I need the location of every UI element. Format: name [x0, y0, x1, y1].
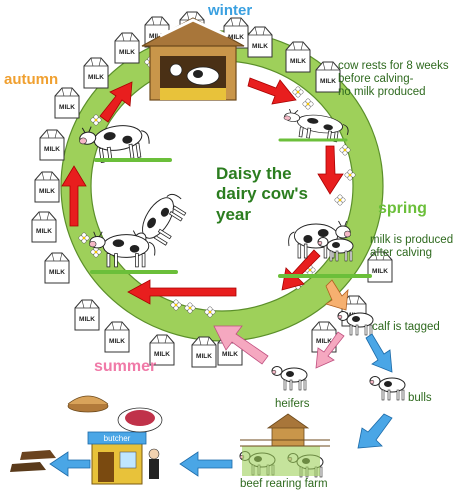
- title-line-1: Daisy the: [216, 164, 292, 183]
- barn-icon: [141, 17, 245, 101]
- arrow-heifers-to-herd: [213, 325, 269, 365]
- note-calf-tagged: calf is tagged: [372, 321, 440, 333]
- arrow-calf-to-heifers: [315, 331, 345, 369]
- note-beef-farm: beef rearing farm: [240, 478, 328, 490]
- season-winter: winter: [208, 2, 253, 19]
- arrow-spring-to-milk: [281, 249, 321, 291]
- diagram-title: Daisy the dairy cow's year: [216, 164, 308, 225]
- season-spring: spring: [378, 200, 427, 217]
- calf-icon-heifer: [271, 366, 308, 391]
- butcher-shop-icon: butcher: [87, 431, 160, 485]
- note-rest: cow rests for 8 weeks before calving- no…: [338, 60, 449, 100]
- pie-icon: [67, 395, 109, 413]
- note-rest-line-2: before calving-: [338, 73, 414, 86]
- steak-icon: [117, 407, 163, 433]
- note-heifers: heifers: [275, 398, 310, 410]
- note-rest-line-1: cow rests for 8 weeks: [338, 60, 449, 72]
- note-rest-line-3: no milk produced: [338, 86, 426, 99]
- arrow-calf-to-bulls: [365, 333, 393, 373]
- note-milk-line-1: milk is produced: [370, 234, 454, 246]
- arrow-farm-to-butcher: [179, 451, 233, 477]
- note-milk-line-2: after calving: [370, 247, 433, 260]
- arrow-winter-to-rest: [247, 77, 297, 105]
- season-autumn: autumn: [4, 71, 59, 88]
- note-bulls: bulls: [408, 392, 432, 404]
- cycle-arrows: [61, 77, 344, 305]
- shoes-icon: [10, 450, 56, 472]
- calf-icon-bull: [369, 376, 406, 401]
- season-summer: summer: [94, 358, 157, 375]
- beef-farm-icon: [240, 413, 330, 476]
- arrow-to-summer: [127, 279, 237, 305]
- note-milk: milk is produced after calving: [370, 234, 453, 260]
- title-line-2: dairy cow's: [216, 184, 308, 204]
- title-line-3: year: [216, 204, 251, 224]
- butcher-sign: butcher: [104, 434, 131, 443]
- arrow-spring-to-calf: [325, 279, 349, 311]
- arrow-autumn-to-winter: [99, 81, 133, 123]
- arrow-butcher-to-products: [49, 451, 91, 477]
- arrow-rest-to-spring: [317, 145, 344, 195]
- arrow-summer-to-autumn: [61, 165, 87, 227]
- arrow-bulls-to-farm: [357, 413, 393, 449]
